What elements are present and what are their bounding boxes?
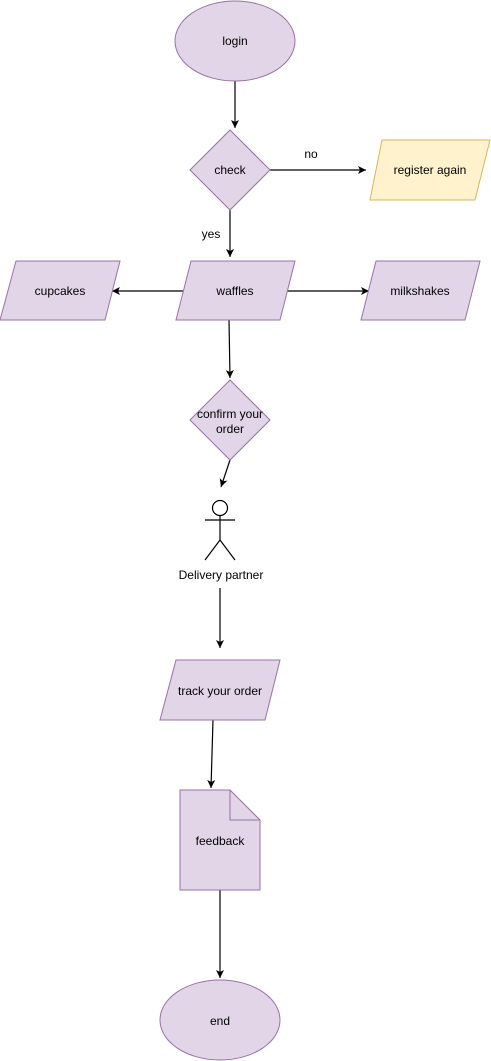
track-parallelogram: [159, 659, 281, 721]
milkshakes-parallelogram: [360, 260, 481, 321]
node-feedback[interactable]: feedback: [179, 789, 261, 891]
cupcakes-parallelogram: [0, 260, 121, 321]
node-end[interactable]: end: [159, 979, 281, 1061]
track-label: track your order: [178, 684, 262, 698]
edge-track-feedback: [207, 719, 216, 789]
node-delivery-partner[interactable]: [204, 499, 236, 561]
login-label: login: [222, 34, 247, 48]
actor-head: [211, 499, 229, 517]
end-ellipse: [159, 979, 281, 1061]
edge-label-no: no: [304, 147, 318, 161]
edge-confirm-delivery: [219, 459, 231, 488]
node-cupcakes[interactable]: cupcakes: [0, 260, 121, 321]
node-check[interactable]: check: [189, 129, 271, 211]
actor-leg-left: [204, 539, 221, 561]
edges: [112, 81, 369, 978]
register-parallelogram: [369, 139, 491, 201]
actor-leg-right: [219, 539, 236, 561]
confirm-label-line2: order: [216, 422, 244, 436]
node-login[interactable]: login: [174, 0, 296, 82]
node-waffles[interactable]: waffles: [175, 260, 296, 321]
delivery-label: Delivery partner: [179, 568, 264, 582]
node-confirm-order[interactable]: confirm your order: [189, 379, 271, 461]
edge-waffles-confirm: [225, 319, 234, 379]
end-label: end: [210, 1014, 230, 1028]
node-track-order[interactable]: track your order: [159, 659, 281, 721]
login-ellipse: [174, 0, 296, 82]
node-milkshakes[interactable]: milkshakes: [360, 260, 481, 321]
confirm-diamond: [189, 379, 271, 461]
waffles-parallelogram: [175, 260, 296, 321]
cupcakes-label: cupcakes: [35, 284, 86, 298]
edge-label-yes: yes: [202, 227, 221, 241]
milkshakes-label: milkshakes: [390, 284, 449, 298]
feedback-document: [179, 789, 261, 891]
feedback-label: feedback: [196, 834, 246, 848]
check-label: check: [214, 163, 246, 177]
register-label: register again: [394, 163, 467, 177]
check-diamond: [189, 129, 271, 211]
node-register-again[interactable]: register again: [369, 139, 491, 201]
waffles-label: waffles: [215, 284, 253, 298]
feedback-fold: [229, 790, 260, 821]
confirm-label-line1: confirm your: [197, 407, 263, 421]
